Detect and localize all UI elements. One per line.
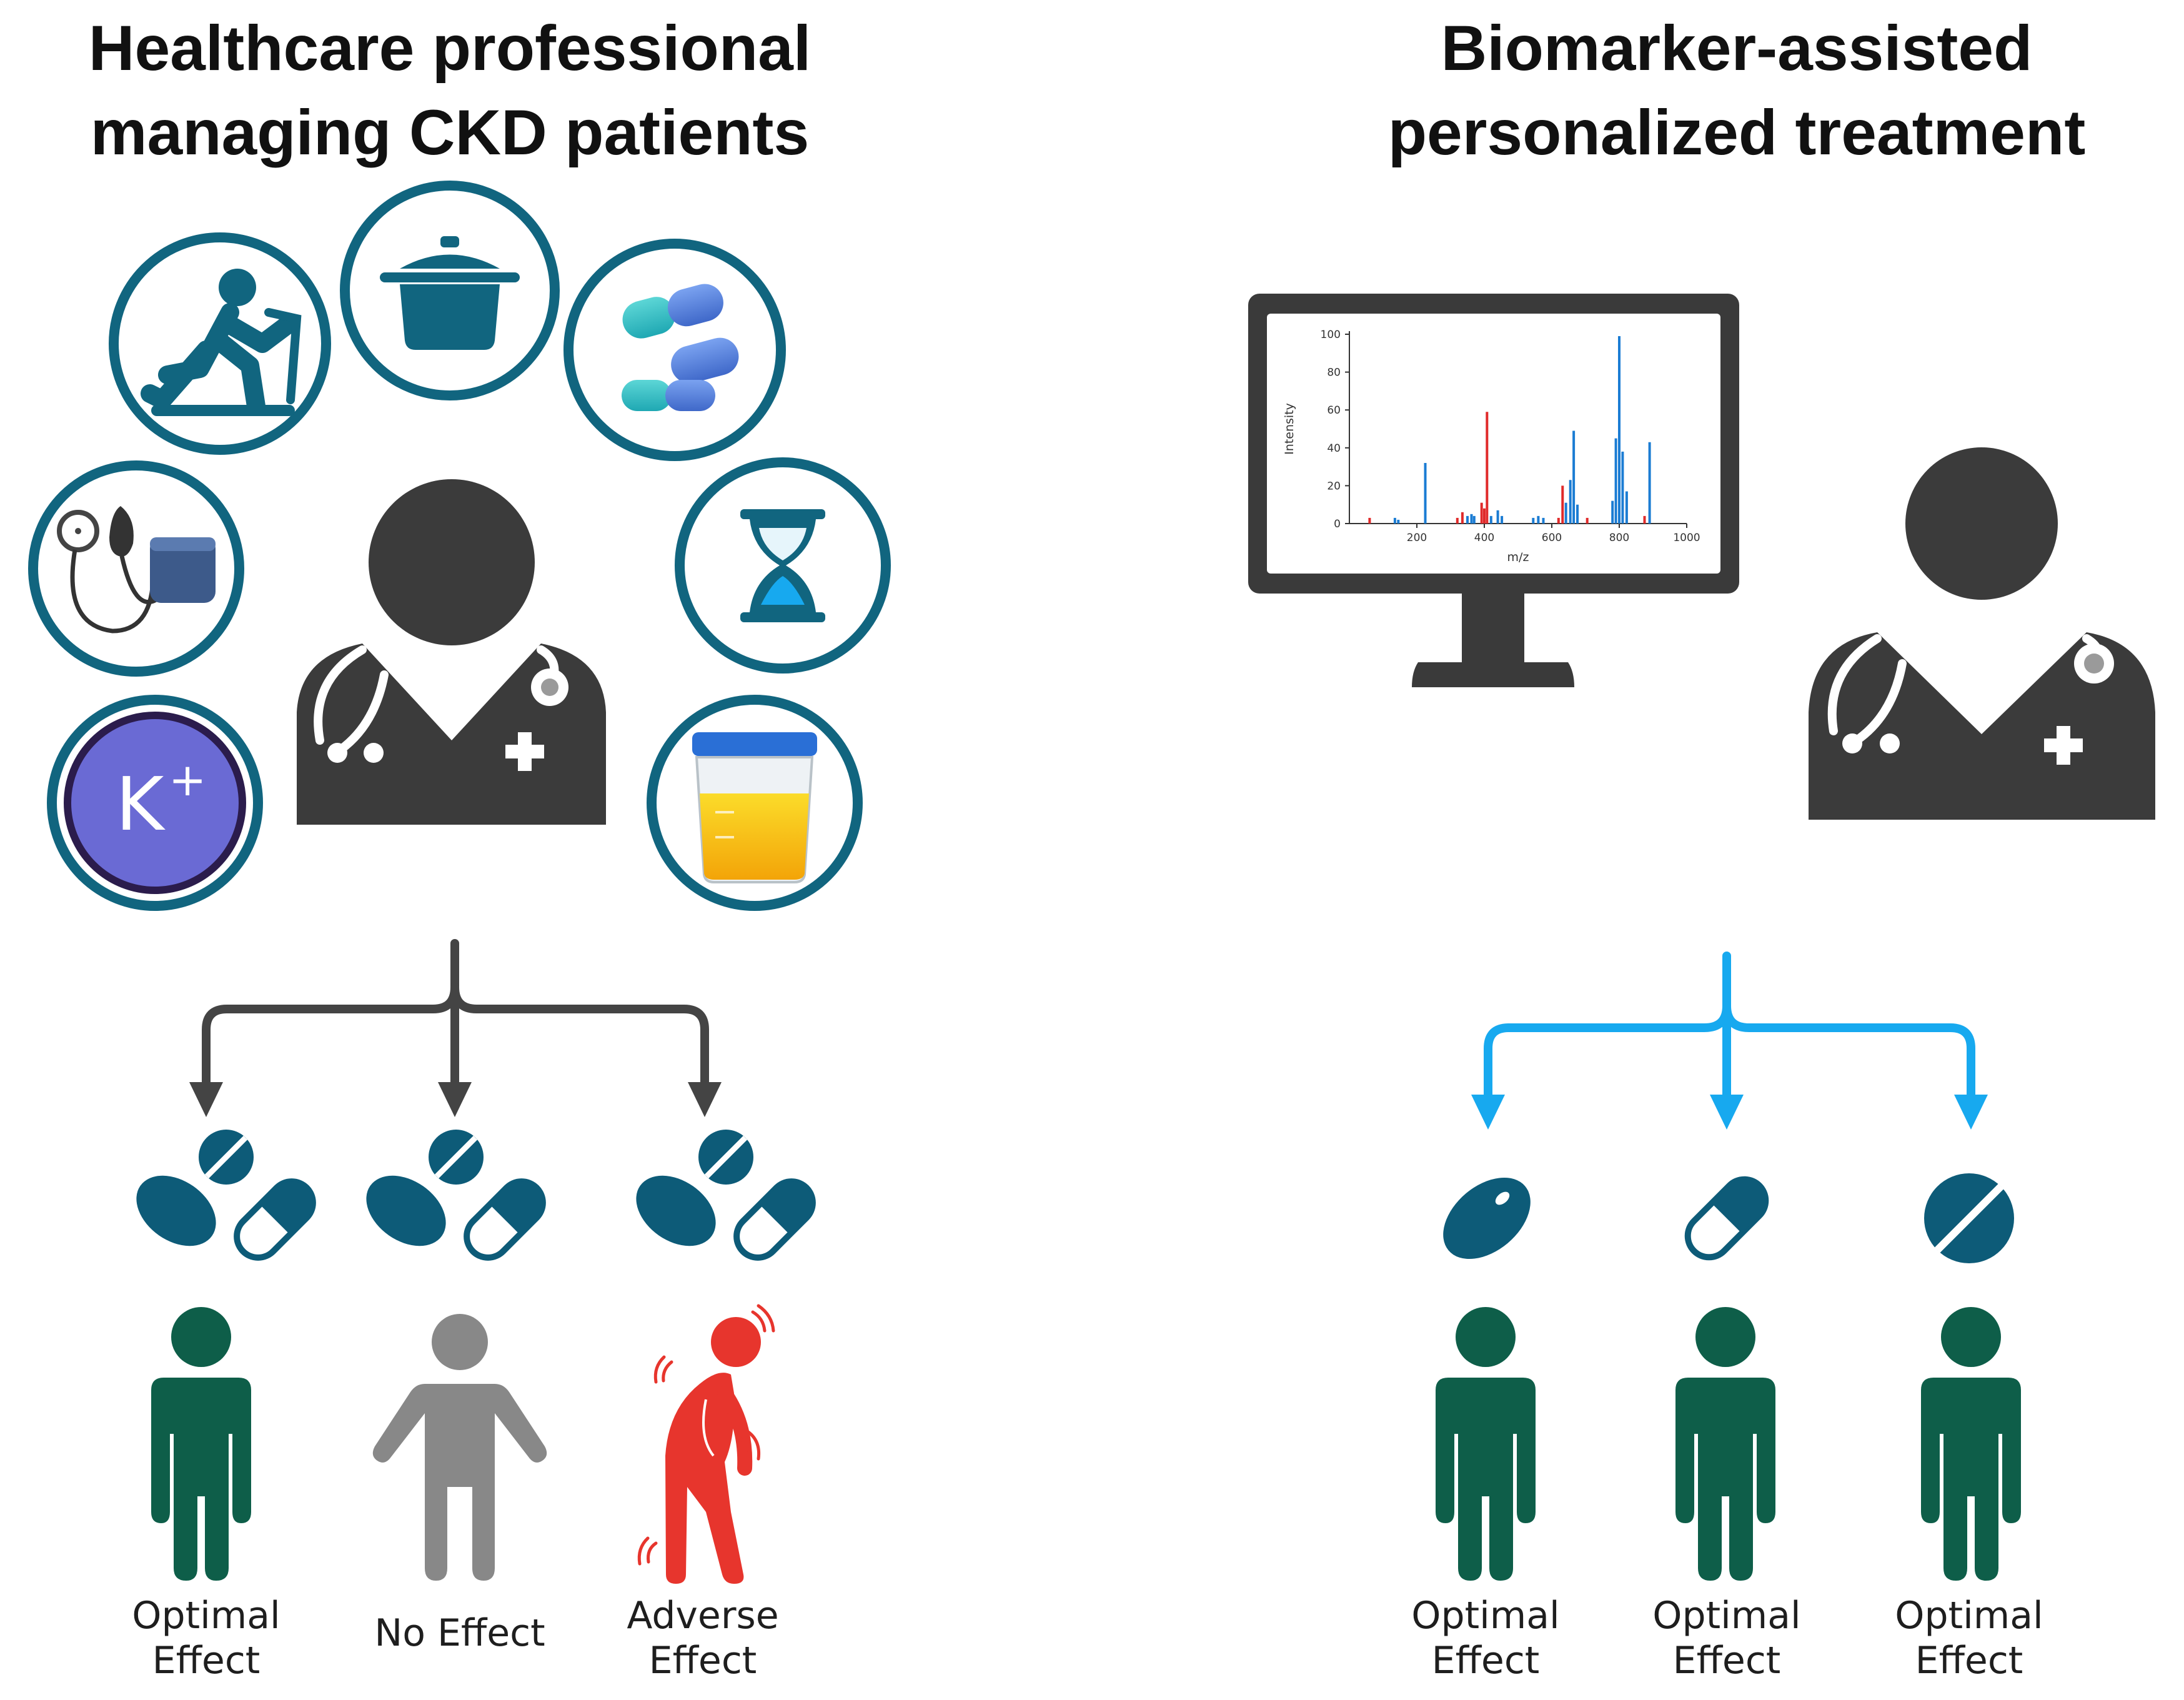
round-scored-tablet-icon [1924, 1173, 2014, 1263]
left-title-line-2: managing CKD patients [90, 97, 810, 168]
outcome-label-line: Effect [1672, 1639, 1781, 1683]
x-axis-label: m/z [1507, 550, 1529, 564]
outcome-label-line: Effect [1915, 1639, 2023, 1683]
pill-group-1 [136, 1130, 316, 1261]
x-tick-label: 400 [1474, 532, 1494, 544]
doctor-icon [297, 479, 606, 825]
cooking-pot-icon [340, 181, 560, 400]
urine-sample-cup-icon [647, 695, 863, 911]
outcome-label-line: Effect [152, 1639, 261, 1683]
y-tick-label: 80 [1327, 367, 1341, 379]
x-tick-label: 1000 [1673, 532, 1700, 544]
left-arrow-heads [189, 1082, 722, 1117]
treadmill-icon [109, 232, 331, 455]
y-tick-label: 20 [1327, 480, 1341, 492]
right-panel-title: Biomarker-assisted personalized treatmen… [1299, 6, 2174, 175]
y-tick-label: 100 [1321, 329, 1341, 341]
y-tick-label: 40 [1327, 442, 1341, 455]
left-panel-title: Healthcare professional managing CKD pat… [12, 6, 887, 175]
outcome-label-line: Optimal [1411, 1594, 1560, 1638]
outcome-label-line: Adverse [627, 1594, 779, 1638]
mass-spectrum-chart: 200 400 600 800 1000 0 20 40 60 80 100 m/z Intensity [1283, 329, 1700, 564]
y-tick-label: 60 [1327, 404, 1341, 417]
outcome-label: Optimal Effect [94, 1593, 319, 1683]
outcome-label-line: Effect [1431, 1639, 1540, 1683]
right-branch-arrows [1484, 952, 1975, 1104]
gray-person-icon [372, 1314, 547, 1581]
outcome-label-line: Optimal [1895, 1594, 2043, 1638]
green-person-icon [1436, 1307, 1536, 1581]
capsule-icon [1684, 1176, 1769, 1261]
potassium-icon [47, 695, 263, 911]
outcome-label: Adverse Effect [590, 1593, 815, 1683]
pill-group-3 [636, 1130, 816, 1261]
pill-group-2 [366, 1130, 546, 1261]
potassium-symbol: K [116, 761, 164, 847]
outcome-label: Optimal Effect [1857, 1593, 2082, 1683]
potassium-charge: + [169, 753, 207, 806]
hourglass-icon [675, 457, 891, 674]
outcome-label: Optimal Effect [1614, 1593, 1839, 1683]
x-tick-label: 800 [1609, 532, 1629, 544]
x-tick-label: 600 [1542, 532, 1562, 544]
oval-tablet-icon [1443, 1177, 1531, 1260]
y-axis-label: Intensity [1283, 403, 1296, 455]
right-title-line-2: personalized treatment [1387, 97, 2086, 168]
left-title-line-1: Healthcare professional [88, 12, 812, 84]
right-arrow-heads [1471, 1095, 1988, 1130]
green-person-icon [151, 1307, 251, 1581]
outcome-label-line: Optimal [132, 1594, 280, 1638]
monitor-icon [1248, 294, 1739, 687]
outcome-label-line: No Effect [374, 1611, 545, 1655]
green-person-icon [1921, 1307, 2021, 1581]
outcome-label-line: Effect [648, 1639, 757, 1683]
x-tick-label: 200 [1407, 532, 1427, 544]
y-tick-label: 0 [1334, 518, 1341, 530]
outcome-label: No Effect [347, 1611, 572, 1656]
outcome-label: Optimal Effect [1373, 1593, 1598, 1683]
red-sick-person-icon [637, 1304, 775, 1584]
capsules-icon [563, 239, 786, 461]
green-person-icon [1675, 1307, 1775, 1581]
outcome-label-line: Optimal [1652, 1594, 1801, 1638]
blood-pressure-cuff-icon [28, 460, 244, 677]
right-title-line-1: Biomarker-assisted [1441, 12, 2033, 84]
left-branch-arrows [202, 939, 709, 1091]
doctor-icon [1809, 447, 2155, 820]
